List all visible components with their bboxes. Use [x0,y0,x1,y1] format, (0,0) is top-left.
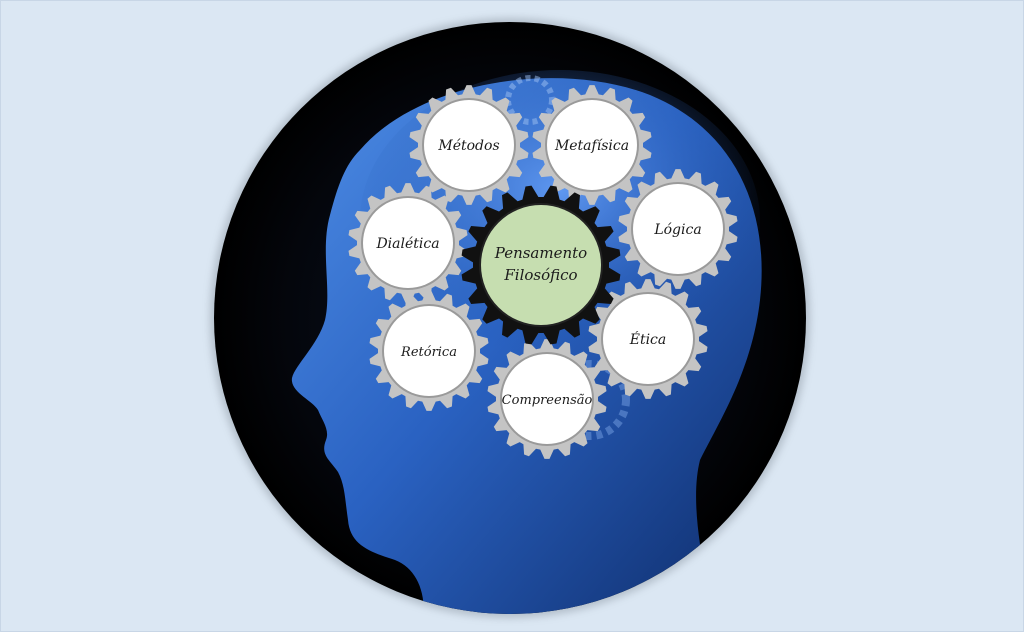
gear-label-dialetica: Dialética [375,236,439,252]
gear-metodos-face [424,100,514,190]
gear-label-retorica: Retórica [400,345,457,360]
gear-label-compreensao: Compreensão [502,393,593,408]
center-label-line1: Pensamento [494,244,587,262]
background-gear-top [505,75,555,125]
gear-logica-face [633,184,723,274]
gear-label-metafisica: Metafísica [554,138,629,154]
gear-dialetica [348,183,468,303]
gear-compreensao-face [502,354,592,444]
gear-logica [618,169,738,289]
gear-center-face [481,205,601,325]
gear-label-etica: Ética [629,330,667,348]
gear-retorica [369,291,489,411]
center-label-line2: Filosófico [503,266,577,284]
gear-etica-face [603,294,693,384]
gear-dialetica-face [363,198,453,288]
gear-label-metodos: Métodos [437,138,499,154]
gear-center [461,185,621,345]
gear-etica [588,279,708,399]
gear-group [348,85,738,459]
gear-metodos [409,85,529,205]
gear-metafisica-face [547,100,637,190]
gear-label-logica: Lógica [653,222,701,238]
gear-compreensao [487,339,607,459]
gear-retorica-face [384,306,474,396]
gear-metafisica [532,85,652,205]
